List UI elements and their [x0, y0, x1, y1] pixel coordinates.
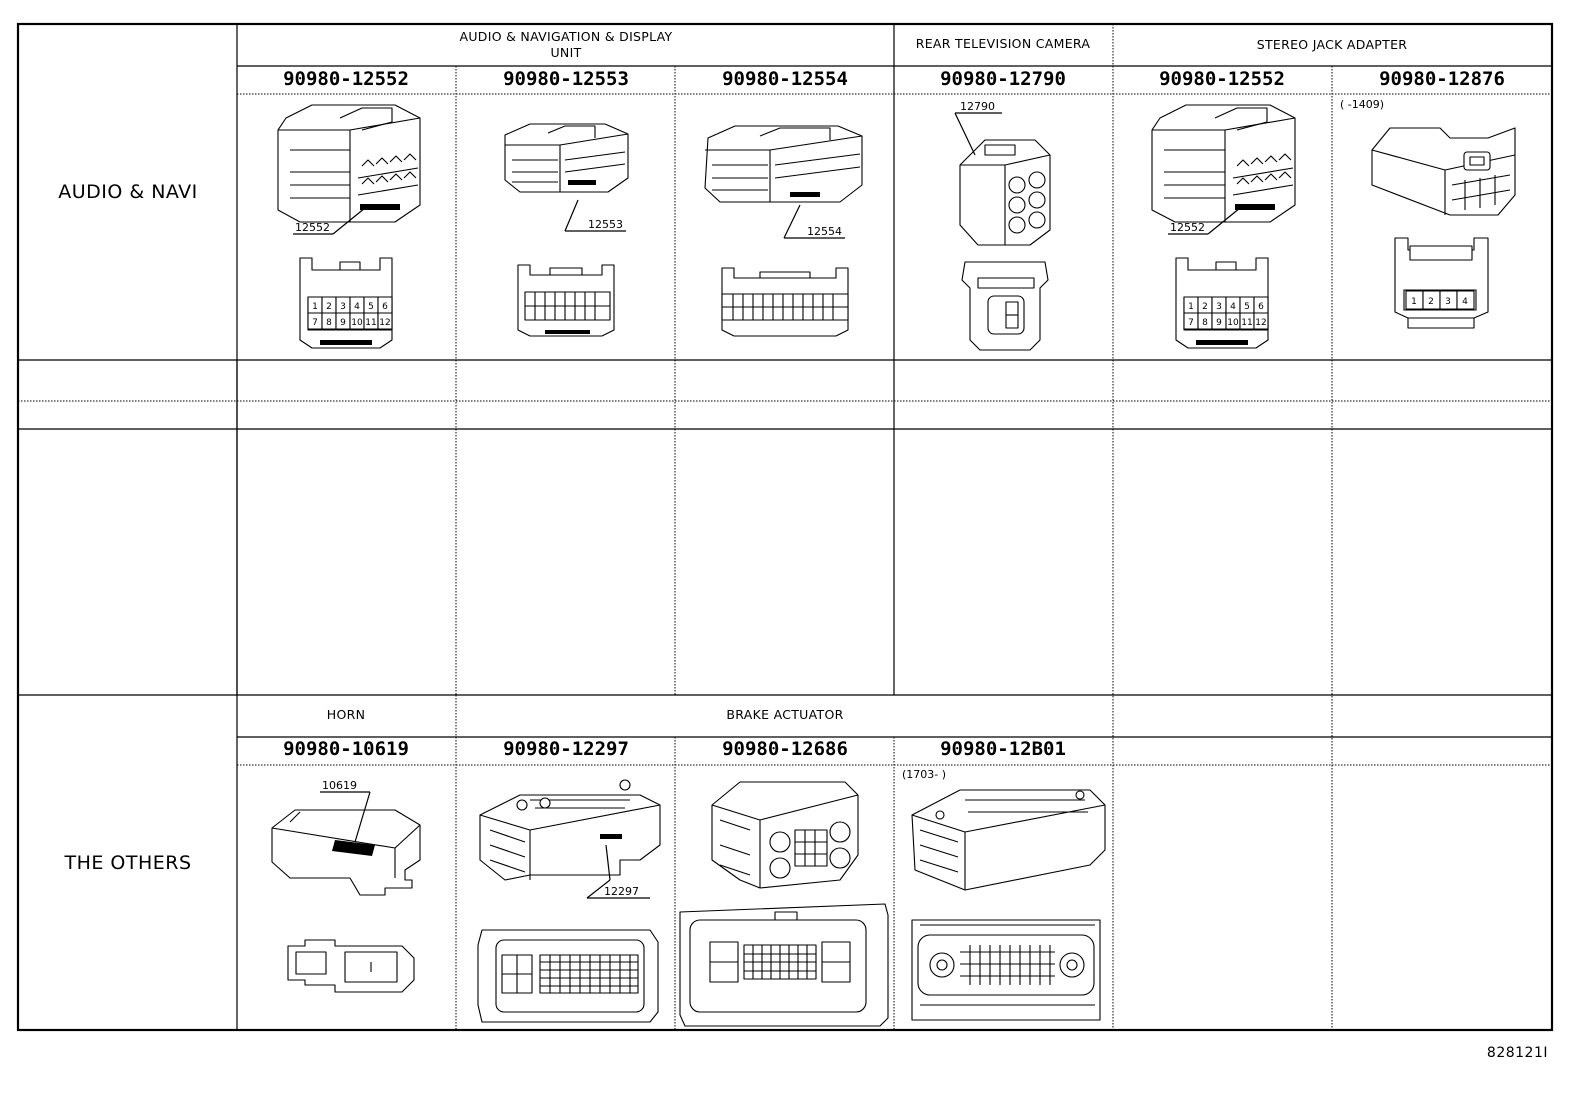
svg-text:3: 3 — [340, 302, 346, 312]
svg-text:3: 3 — [1445, 297, 1451, 307]
group-stereo-jack-adapter: STEREO JACK ADAPTER — [1257, 37, 1408, 52]
part-number-12b01: 90980-12B01 — [940, 738, 1066, 760]
figure-reference-number: 828121I — [1487, 1045, 1548, 1061]
svg-text:9: 9 — [340, 318, 346, 328]
svg-text:2: 2 — [1428, 297, 1434, 307]
connector-illustration-12553 — [504, 123, 629, 193]
svg-text:12: 12 — [1255, 318, 1266, 328]
svg-text:8: 8 — [1202, 318, 1208, 328]
part-number-12552-b: 90980-12552 — [1159, 68, 1285, 90]
connector-illustration-12b01 — [911, 789, 1106, 891]
connector-face-12686 — [679, 903, 889, 1027]
callout-12297: 12297 — [604, 885, 639, 898]
group-brake-actuator: BRAKE ACTUATOR — [726, 707, 843, 722]
part-number-12686: 90980-12686 — [722, 738, 848, 760]
svg-text:2: 2 — [326, 302, 332, 312]
callout-12876-date-range: ( -1409) — [1340, 98, 1384, 111]
group-audio-nav-display: AUDIO & NAVIGATION & DISPLAY — [459, 29, 672, 44]
callout-12790: 12790 — [960, 100, 995, 113]
svg-text:4: 4 — [1462, 297, 1468, 307]
svg-text:5: 5 — [1244, 302, 1250, 312]
svg-text:10: 10 — [1227, 318, 1239, 328]
connector-face-12876 — [1394, 237, 1489, 329]
connector-illustration-12876 — [1371, 127, 1516, 216]
group-rear-television-camera: REAR TELEVISION CAMERA — [916, 36, 1091, 51]
group-audio-nav-display-unit: UNIT — [550, 45, 581, 60]
connector-illustration-12686 — [711, 781, 859, 889]
svg-text:11: 11 — [1241, 318, 1252, 328]
table-grid — [16, 22, 1554, 1032]
callout-12b01-date-range: (1703- ) — [902, 768, 946, 781]
svg-text:2: 2 — [1202, 302, 1208, 312]
connector-face-12554 — [721, 267, 849, 337]
part-number-12552-a: 90980-12552 — [283, 68, 409, 90]
connector-illustration-12790 — [959, 139, 1051, 246]
svg-text:7: 7 — [312, 318, 318, 328]
connector-illustration-12297 — [479, 779, 661, 881]
group-horn: HORN — [327, 707, 365, 722]
svg-text:3: 3 — [1216, 302, 1222, 312]
connector-illustration-12552-a — [277, 104, 421, 223]
connector-face-12553 — [517, 264, 615, 337]
connector-illustration-12554 — [704, 125, 863, 203]
svg-text:8: 8 — [326, 318, 332, 328]
connector-face-12790 — [961, 261, 1049, 351]
svg-text:9: 9 — [1216, 318, 1222, 328]
callout-10619: 10619 — [322, 779, 357, 792]
connector-illustration-10619 — [271, 809, 421, 896]
svg-text:12: 12 — [379, 318, 390, 328]
part-number-12553: 90980-12553 — [503, 68, 629, 90]
svg-text:10: 10 — [351, 318, 363, 328]
row-label-the-others: THE OTHERS — [63, 852, 191, 874]
svg-text:4: 4 — [354, 302, 360, 312]
pin-grid-12876: 1 2 3 4 — [1405, 290, 1475, 310]
svg-text:6: 6 — [382, 302, 388, 312]
svg-text:6: 6 — [1258, 302, 1264, 312]
connector-illustration-12552-b — [1151, 104, 1296, 223]
svg-text:1: 1 — [312, 302, 318, 312]
part-number-12790: 90980-12790 — [940, 68, 1066, 90]
connector-face-10619 — [287, 939, 415, 993]
svg-text:1: 1 — [1411, 297, 1417, 307]
connector-face-12b01 — [911, 919, 1101, 1021]
connector-face-12297 — [477, 929, 659, 1023]
part-number-12554: 90980-12554 — [722, 68, 848, 90]
svg-text:5: 5 — [368, 302, 374, 312]
callout-12554: 12554 — [807, 225, 842, 238]
svg-text:1: 1 — [1188, 302, 1194, 312]
callout-12552-b: 12552 — [1170, 221, 1205, 234]
callout-12552-a: 12552 — [295, 221, 330, 234]
callout-12553: 12553 — [588, 218, 623, 231]
svg-text:11: 11 — [365, 318, 376, 328]
part-number-10619: 90980-10619 — [283, 738, 409, 760]
part-number-12297: 90980-12297 — [503, 738, 629, 760]
row-label-audio-navi: AUDIO & NAVI — [58, 181, 198, 203]
svg-text:7: 7 — [1188, 318, 1194, 328]
svg-text:4: 4 — [1230, 302, 1236, 312]
part-number-12876: 90980-12876 — [1379, 68, 1505, 90]
